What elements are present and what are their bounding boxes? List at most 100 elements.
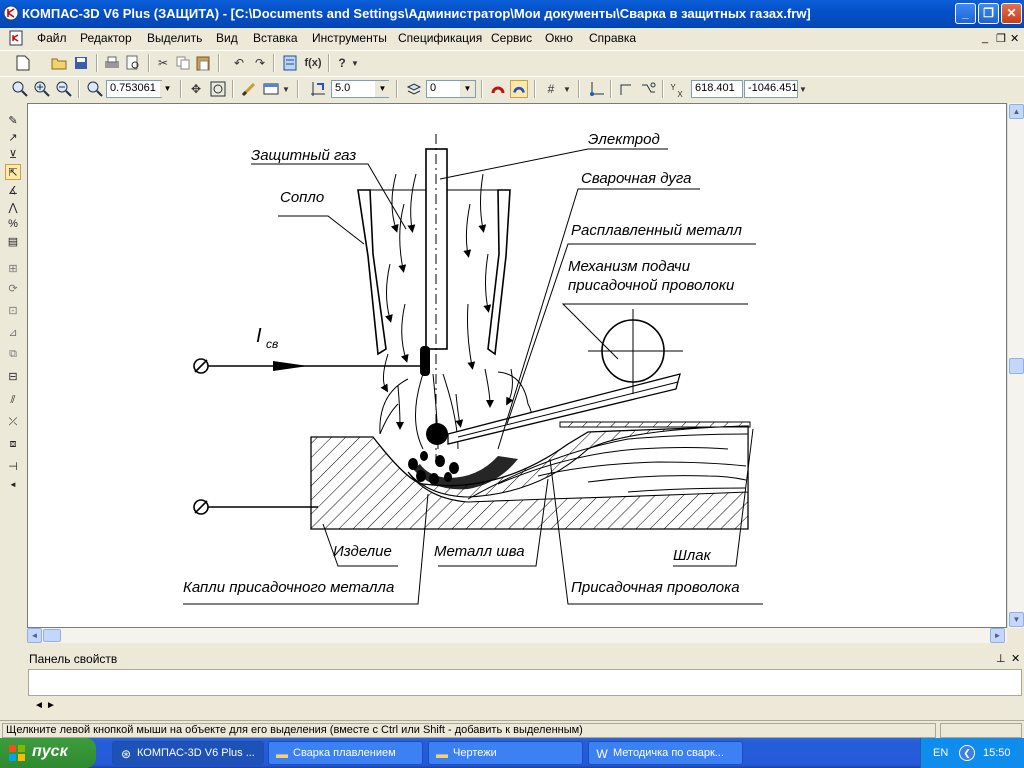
print-icon[interactable]	[103, 54, 121, 72]
horizontal-scrollbar[interactable]: ◄ ►	[27, 628, 1007, 643]
language-indicator[interactable]: EN	[933, 747, 949, 759]
toolbar-separator	[662, 80, 664, 98]
filler-drops	[408, 451, 459, 485]
coord-label-x: X	[677, 89, 683, 99]
deform-tool-icon[interactable]: ⊟	[8, 370, 18, 383]
menu-editor[interactable]: Редактор	[80, 31, 132, 45]
mdi-close-button[interactable]: ✕	[1010, 33, 1020, 45]
grid-step-icon[interactable]	[309, 80, 327, 98]
step-field[interactable]: 5.0	[331, 80, 389, 98]
symmetry-tool-icon[interactable]: ⊿	[8, 326, 18, 339]
coord-x-field[interactable]: 618.401	[691, 80, 743, 98]
menu-view[interactable]: Вид	[216, 31, 238, 45]
undo-icon[interactable]: ↶	[233, 56, 245, 70]
scroll-down-icon[interactable]: ▼	[1009, 612, 1024, 627]
maximize-button[interactable]: ❐	[978, 3, 999, 24]
measure-tool-icon[interactable]: ⋀	[8, 201, 18, 214]
mdi-restore-button[interactable]: ❐	[996, 33, 1006, 45]
spec-tool-icon[interactable]: ▤	[7, 235, 19, 248]
pin-icon[interactable]: ⊥	[996, 653, 1006, 665]
nav-prev-icon[interactable]: ◄	[34, 700, 44, 711]
toolbar-separator	[610, 80, 612, 98]
grid-icon[interactable]: #	[547, 82, 555, 96]
close-button[interactable]: ✕	[1001, 3, 1022, 24]
new-document-icon[interactable]	[14, 54, 32, 72]
strip-more-icon[interactable]: ◄	[9, 479, 17, 489]
menu-select[interactable]: Выделить	[147, 31, 203, 45]
edit-tool-icon[interactable]: ⇱	[5, 164, 21, 180]
local-cs-icon[interactable]	[588, 80, 606, 98]
task-folder-drawings[interactable]: ▬ Чертежи	[428, 741, 583, 765]
vertical-scrollbar[interactable]: ▲ ▼	[1007, 103, 1024, 628]
scroll-left-icon[interactable]: ◄	[27, 628, 42, 643]
paste-icon[interactable]	[194, 54, 212, 72]
minimize-button[interactable]: _	[955, 3, 976, 24]
nav-next-icon[interactable]: ►	[46, 700, 56, 711]
local-snap-icon[interactable]	[510, 80, 528, 98]
menu-tools[interactable]: Инструменты	[312, 31, 387, 45]
snap-icon[interactable]	[489, 80, 507, 98]
split-tool-icon[interactable]: ⤫	[8, 415, 18, 428]
zoom-scale-icon[interactable]	[86, 80, 104, 98]
start-button[interactable]: пуск	[0, 738, 96, 768]
zoom-fit-icon[interactable]	[209, 80, 227, 98]
geometry-tool-icon[interactable]: ✎	[8, 114, 18, 127]
document-icon[interactable]	[8, 30, 24, 46]
scale-tool-icon[interactable]: ⊡	[8, 304, 18, 317]
zoom-out-icon[interactable]	[55, 80, 73, 98]
refresh-icon[interactable]	[240, 80, 258, 98]
open-folder-icon[interactable]	[50, 54, 68, 72]
copy-icon[interactable]	[174, 54, 192, 72]
menu-insert[interactable]: Вставка	[253, 31, 298, 45]
break-tool-icon[interactable]: ⧈	[9, 437, 17, 450]
context-help-button[interactable]: ?	[338, 56, 346, 70]
rotate-tool-icon[interactable]: ⟳	[8, 282, 18, 295]
horizontal-scroll-thumb[interactable]	[43, 629, 61, 642]
zoom-scale-dropdown-icon[interactable]: ▼	[160, 81, 175, 97]
pan-icon[interactable]: ✥	[190, 82, 202, 96]
move-tool-icon[interactable]: ⊞	[8, 262, 18, 275]
layer-visibility-icon[interactable]	[262, 80, 280, 98]
manager-icon[interactable]	[281, 54, 299, 72]
drawing-canvas[interactable]: Электрод Защитный газ Сварочная дуга Соп…	[27, 103, 1007, 628]
zoom-in-icon[interactable]	[33, 80, 51, 98]
cut-icon[interactable]: ✂	[157, 56, 169, 70]
menu-service[interactable]: Сервис	[491, 31, 533, 45]
variables-button[interactable]: f(x)	[304, 57, 322, 69]
task-folder-welding[interactable]: ▬ Сварка плавлением	[268, 741, 423, 765]
print-preview-icon[interactable]	[124, 54, 142, 72]
mdi-minimize-button[interactable]: _	[982, 32, 989, 44]
layer-visibility-dropdown-icon[interactable]: ▼	[282, 84, 290, 94]
properties-close-icon[interactable]: ✕	[1011, 653, 1021, 665]
copy-tool-icon[interactable]: ⧉	[9, 347, 17, 360]
menu-help[interactable]: Справка	[589, 31, 637, 45]
menu-file[interactable]: Файл	[37, 31, 67, 45]
coord-dropdown-icon[interactable]: ▼	[799, 84, 807, 94]
coord-y-field[interactable]: -1046.451	[744, 80, 798, 98]
zoom-scale-field[interactable]: 0.753061	[106, 80, 162, 98]
designations-tool-icon[interactable]: ⊻	[8, 148, 18, 161]
step-dropdown-icon[interactable]: ▼	[375, 81, 390, 97]
task-word-document[interactable]: W Методичка по сварк...	[588, 741, 743, 765]
layer-dropdown-icon[interactable]: ▼	[460, 81, 475, 97]
vertical-scroll-thumb[interactable]	[1009, 358, 1024, 374]
select-tool-icon[interactable]: %	[8, 218, 18, 230]
scroll-up-icon[interactable]: ▲	[1009, 104, 1024, 119]
zoom-window-icon[interactable]	[11, 80, 29, 98]
menu-specification[interactable]: Спецификация	[398, 31, 483, 45]
tray-expand-icon[interactable]: ❮	[959, 745, 975, 761]
round-off-icon[interactable]	[639, 80, 657, 98]
help-dropdown-icon[interactable]: ▼	[351, 58, 359, 68]
orthogonal-icon[interactable]	[617, 80, 635, 98]
dimensions-tool-icon[interactable]: ↗	[8, 131, 18, 144]
explode-tool-icon[interactable]: ⊣	[8, 460, 18, 473]
layer-icon[interactable]	[405, 80, 423, 98]
redo-icon[interactable]: ↷	[254, 56, 266, 70]
grid-dropdown-icon[interactable]: ▼	[563, 84, 571, 94]
parametrization-tool-icon[interactable]: ∡	[8, 184, 18, 197]
trim-tool-icon[interactable]: ⫽	[10, 393, 16, 406]
menu-window[interactable]: Окно	[545, 31, 573, 45]
task-kompas[interactable]: ⊛ КОМПАС-3D V6 Plus ...	[112, 741, 264, 765]
scroll-right-icon[interactable]: ►	[990, 628, 1005, 643]
save-icon[interactable]	[72, 54, 90, 72]
